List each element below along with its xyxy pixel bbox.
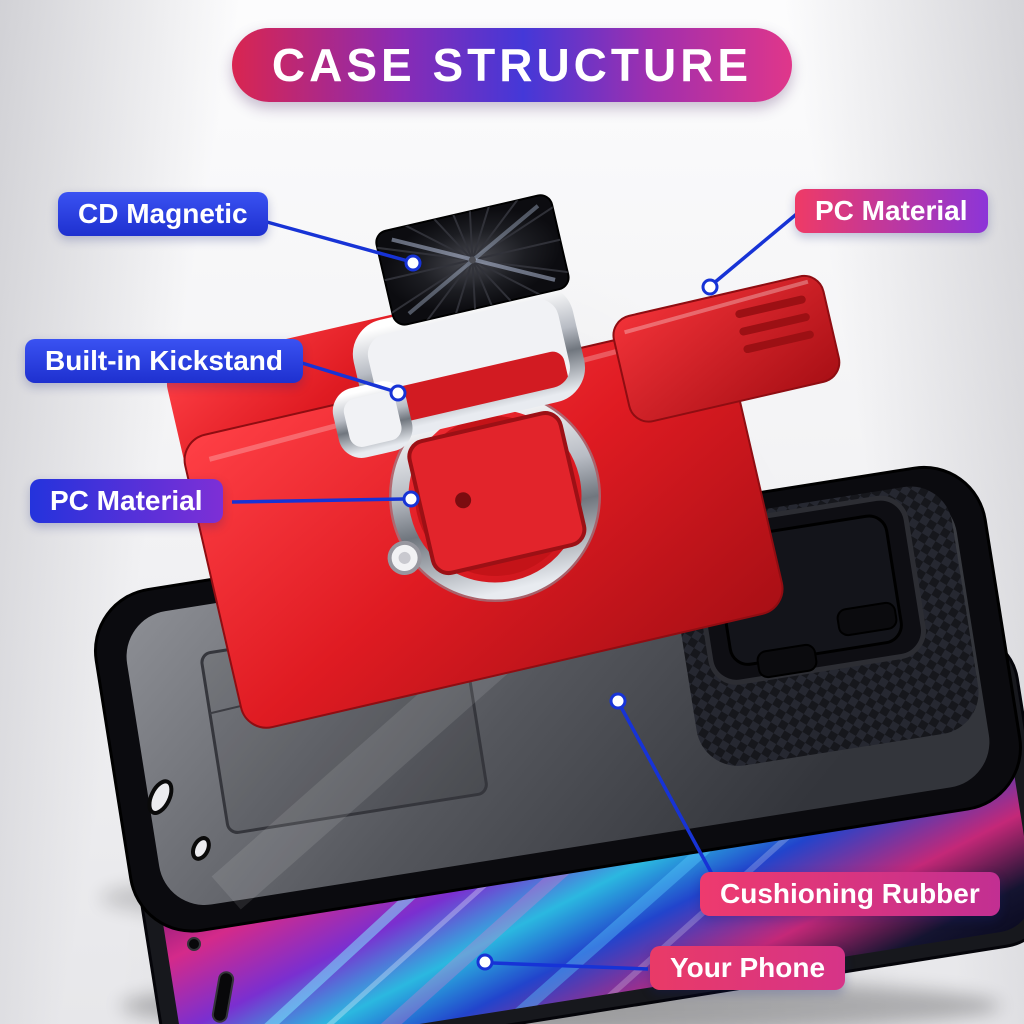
phone-charging-port xyxy=(211,971,235,1023)
ring-plate xyxy=(407,411,587,576)
callout-pc-material-left: PC Material xyxy=(30,479,223,523)
case-speaker-cutout xyxy=(190,836,211,861)
case-side-buttons xyxy=(756,601,898,679)
camera-slide-cover xyxy=(612,274,841,423)
callout-cd-magnetic: CD Magnetic xyxy=(58,192,268,236)
callout-cushioning-rubber: Cushioning Rubber xyxy=(700,872,1000,916)
callout-your-phone: Your Phone xyxy=(650,946,846,990)
page-title: CASE STRUCTURE xyxy=(271,39,753,91)
case-port-cutout xyxy=(147,779,174,815)
title-banner: CASE STRUCTURE xyxy=(232,28,792,102)
callout-pc-material-top: PC Material xyxy=(795,189,988,233)
callout-built-in-kickstand: Built-in Kickstand xyxy=(25,339,304,383)
built-in-kickstand-ring xyxy=(332,381,413,458)
